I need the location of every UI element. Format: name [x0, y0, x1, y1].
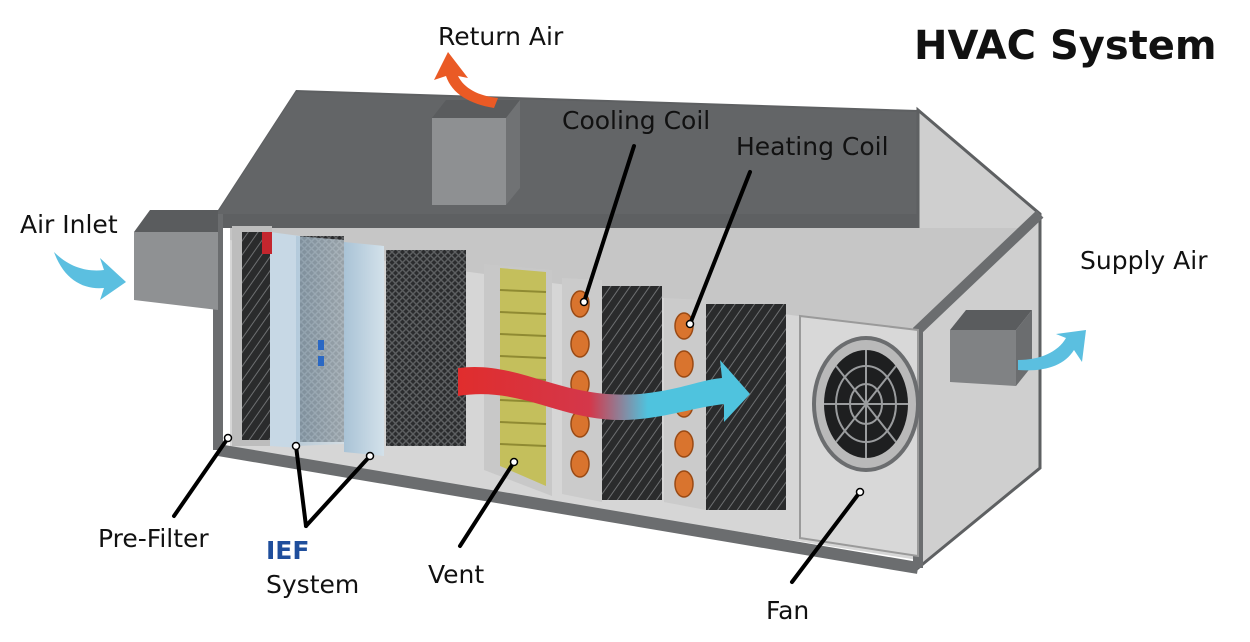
leader-lines	[172, 144, 862, 584]
ief-blue-clip-2	[318, 356, 324, 366]
housing-top-face	[218, 92, 1040, 214]
return-duct-side	[506, 100, 520, 205]
return-duct-front	[432, 118, 506, 205]
fan-blades	[824, 350, 908, 458]
label-heating-coil: Heating Coil	[736, 132, 889, 161]
air-inlet-arrow	[54, 252, 126, 300]
ief-blue-clip-1	[318, 340, 324, 350]
label-cooling-coil: Cooling Coil	[562, 106, 711, 135]
label-system: System	[266, 570, 360, 599]
supply-duct-front	[950, 330, 1016, 386]
label-supply-air: Supply Air	[1080, 246, 1208, 275]
ief-panel-2-mesh	[386, 250, 466, 446]
label-fan: Fan	[766, 596, 810, 625]
supply-duct-top	[950, 310, 1032, 330]
inlet-duct-top	[134, 210, 218, 232]
pre-filter-mesh	[242, 232, 270, 440]
housing-frame-bottom	[217, 444, 919, 574]
ief-panel-2	[344, 242, 384, 456]
diagram-title: HVAC System	[914, 23, 1217, 69]
supply-air-arrow	[1018, 330, 1086, 371]
label-pre-filter: Pre-Filter	[98, 524, 209, 553]
label-return-air: Return Air	[438, 22, 564, 51]
return-air-arrow	[434, 52, 498, 108]
label-air-inlet: Air Inlet	[20, 210, 118, 239]
label-ief: IEF	[266, 536, 310, 565]
ief-red-logo	[262, 232, 272, 254]
inlet-duct-front	[134, 232, 218, 310]
leader-dots	[223, 297, 865, 497]
airflow-arrow	[458, 360, 750, 422]
ief-panel-1	[270, 232, 300, 448]
label-vent: Vent	[428, 560, 485, 589]
heating-coil-mesh	[706, 304, 786, 510]
return-duct-top	[432, 100, 520, 118]
